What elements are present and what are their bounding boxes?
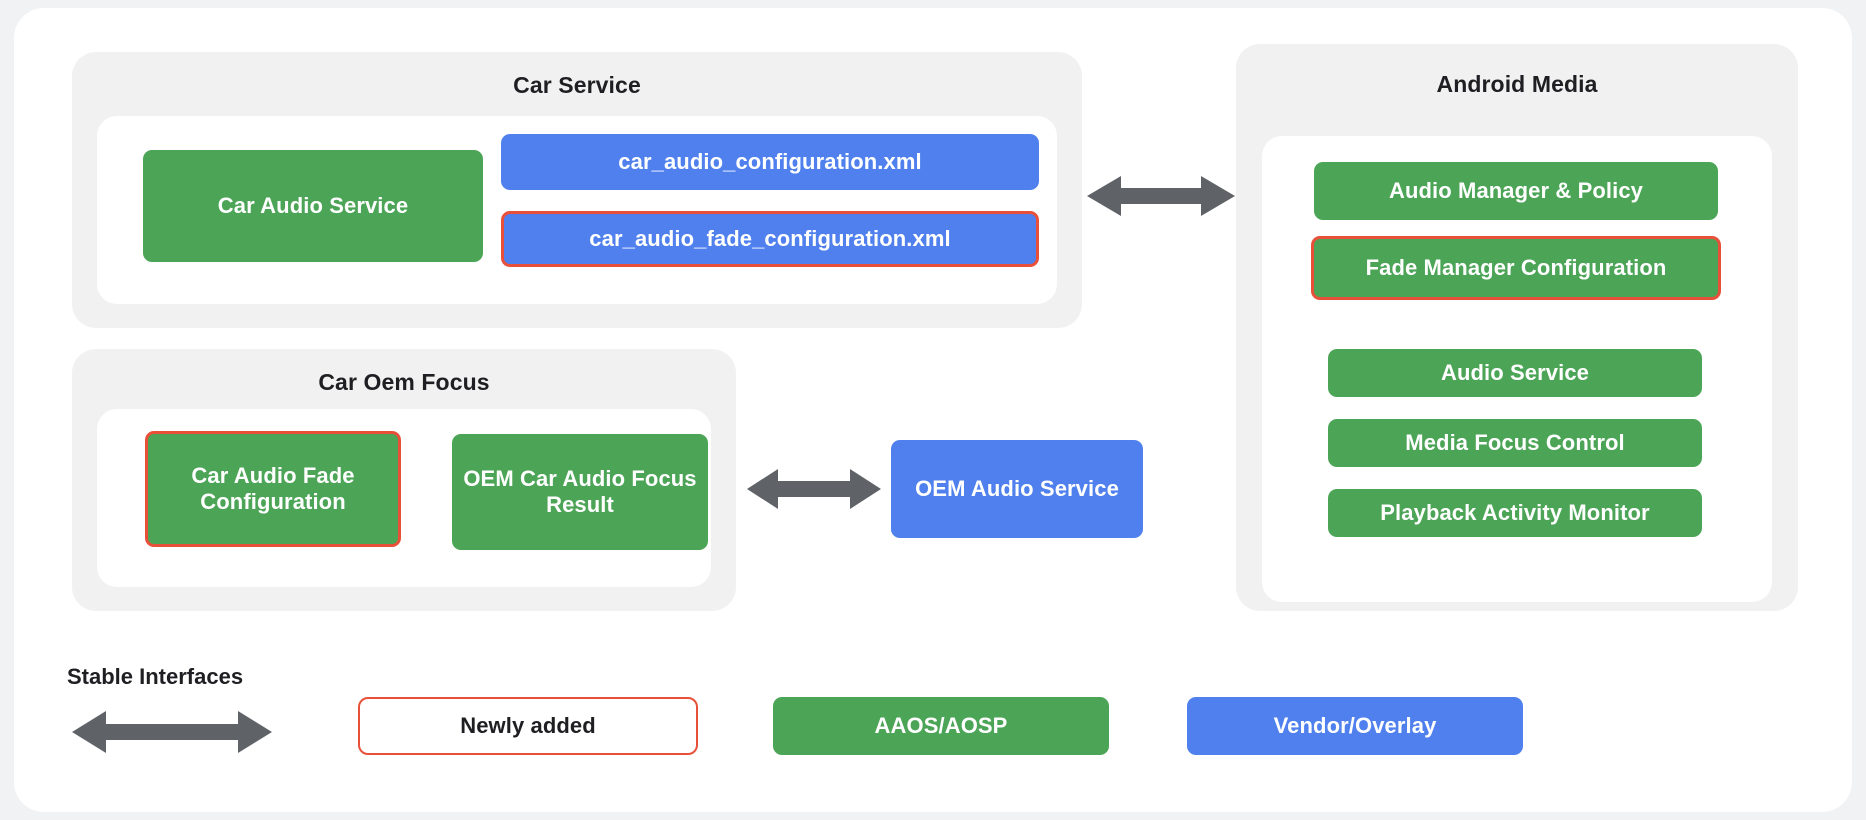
node-label: Car Audio Service [217,192,409,218]
legend-stable-interfaces-arrow-icon [72,708,272,756]
node-label: car_audio_configuration.xml [618,148,922,174]
node-oem-audio-service[interactable]: OEM Audio Service [891,440,1143,538]
legend-item-label: Newly added [460,712,596,738]
node-label: OEM Audio Service [915,475,1119,501]
panel-title-android-media: Android Media [1436,71,1598,97]
diagram-canvas: Car Service Car Audio Service car_audio_… [14,8,1852,812]
panel-title-car-oem-focus: Car Oem Focus [318,369,490,395]
node-fade-manager-configuration[interactable]: Fade Manager Configuration [1311,236,1721,300]
node-car-audio-configuration-xml[interactable]: car_audio_configuration.xml [501,134,1039,190]
node-label: Fade Manager Configuration [1365,254,1667,280]
node-label: Playback Activity Monitor [1380,499,1650,525]
card-android-media-inner: Audio Manager & Policy Fade Manager Conf… [1262,136,1772,602]
node-car-audio-fade-configuration-xml[interactable]: car_audio_fade_configuration.xml [501,211,1039,267]
panel-car-oem-focus: Car Oem Focus Car Audio Fade Configurati… [72,349,736,611]
legend-item-vendor-overlay[interactable]: Vendor/Overlay [1187,697,1523,755]
node-label: car_audio_fade_configuration.xml [589,225,951,251]
legend-stable-interfaces-label: Stable Interfaces [67,664,244,689]
panel-title-car-service: Car Service [513,72,641,98]
node-label: Audio Manager & Policy [1388,177,1644,203]
node-car-audio-service[interactable]: Car Audio Service [143,150,483,262]
legend-item-newly-added[interactable]: Newly added [358,697,698,755]
arrow-car-service-to-android-media [1087,172,1235,220]
panel-android-media: Android Media Audio Manager & Policy Fad… [1236,44,1798,611]
legend-item-label: Vendor/Overlay [1273,712,1437,738]
card-car-service-inner: Car Audio Service car_audio_configuratio… [97,116,1057,304]
node-label: Media Focus Control [1405,429,1625,455]
arrow-car-oem-focus-to-oem-audio-service [747,465,881,513]
card-car-oem-focus-inner: Car Audio Fade Configuration OEM Car Aud… [97,409,711,587]
node-audio-service[interactable]: Audio Service [1328,349,1702,397]
node-media-focus-control[interactable]: Media Focus Control [1328,419,1702,467]
node-audio-manager-policy[interactable]: Audio Manager & Policy [1314,162,1718,220]
node-car-audio-fade-configuration[interactable]: Car Audio Fade Configuration [145,431,401,547]
node-label: Audio Service [1440,359,1590,385]
panel-car-service: Car Service Car Audio Service car_audio_… [72,52,1082,328]
node-label: OEM Car Audio Focus Result [463,465,697,517]
legend-item-aaos-aosp[interactable]: AAOS/AOSP [773,697,1109,755]
legend-item-label: AAOS/AOSP [874,712,1008,738]
node-label: Car Audio Fade Configuration [191,462,355,514]
node-playback-activity-monitor[interactable]: Playback Activity Monitor [1328,489,1702,537]
node-oem-car-audio-focus-result[interactable]: OEM Car Audio Focus Result [452,434,708,550]
